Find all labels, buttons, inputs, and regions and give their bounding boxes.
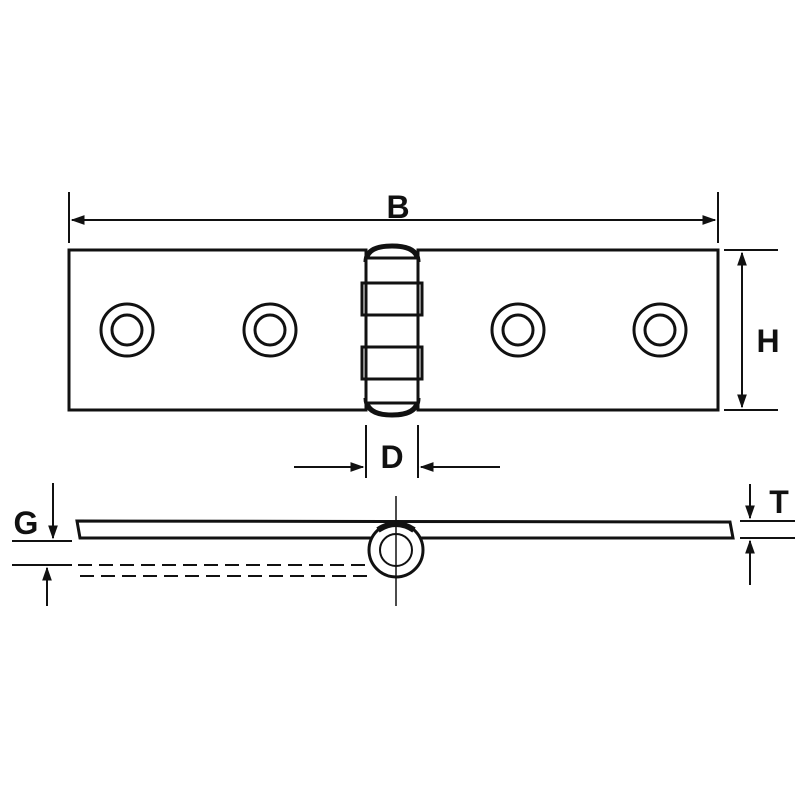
hinge-knuckle (360, 243, 424, 418)
dimension-d (294, 425, 500, 478)
dimension-label-h: H (756, 323, 779, 359)
dimension-b (68, 192, 719, 243)
dimension-label-g: G (14, 505, 39, 541)
screw-hole (242, 302, 298, 358)
dimension-t (740, 484, 795, 585)
folded-leaf-dashed (78, 564, 372, 577)
screw-hole (99, 302, 155, 358)
screw-hole (632, 302, 688, 358)
hinge-side-view (75, 496, 735, 606)
dimension-h (724, 249, 778, 411)
dimension-label-b: B (386, 189, 409, 225)
dimension-g (12, 483, 72, 606)
dimension-label-t: T (769, 484, 789, 520)
screw-hole (490, 302, 546, 358)
dimension-label-d: D (380, 439, 403, 475)
hinge-top-view (67, 243, 720, 418)
